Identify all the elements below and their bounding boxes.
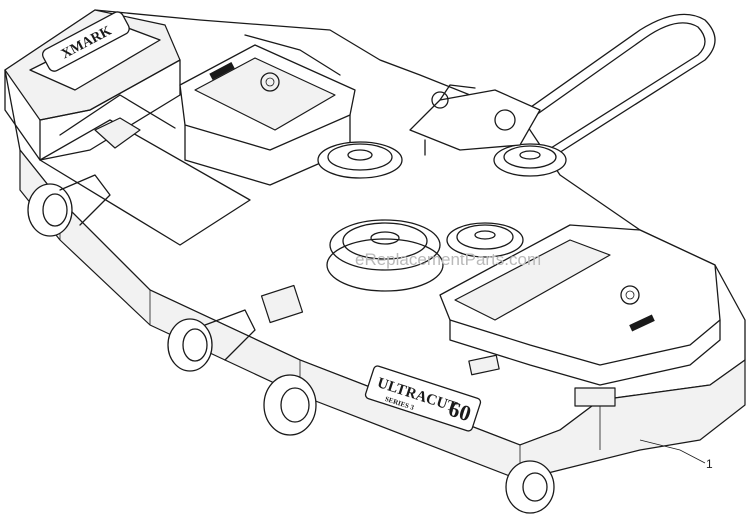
watermark-text: eReplacementParts.com [355, 250, 541, 269]
left-belt-cover [4, 9, 181, 161]
right-belt-cover [439, 224, 721, 386]
caster-wheel-rear-left [27, 174, 111, 237]
idler-arm [409, 84, 541, 156]
anti-scalp-wheel-left [263, 374, 317, 436]
pulley-main [326, 219, 444, 292]
pulley-center [446, 222, 524, 258]
callout-label: 1 [706, 457, 713, 471]
center-spindle-cover [179, 34, 356, 186]
safety-labels [94, 117, 616, 407]
pulley-rear-left [317, 141, 403, 179]
deck-handle [469, 13, 716, 166]
callout-1: 1 [639, 439, 713, 471]
pulley-rear-right [493, 143, 567, 177]
caster-wheel-front-left [167, 309, 256, 372]
anti-scalp-wheel-right [505, 460, 555, 514]
